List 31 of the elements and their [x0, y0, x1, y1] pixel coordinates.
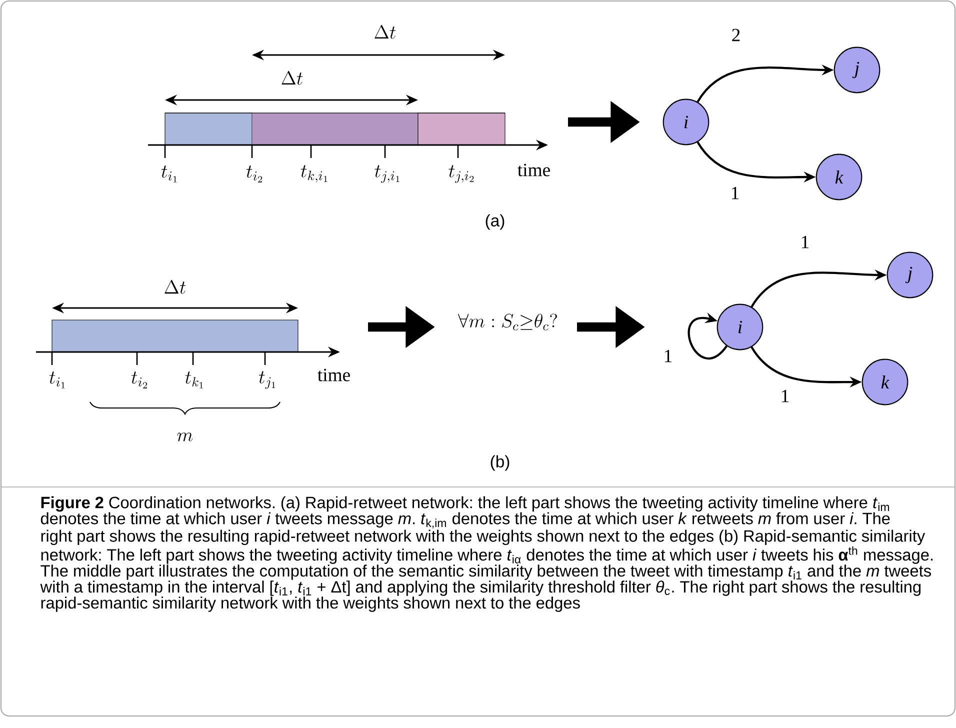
- tick-label: $t_{i_1}$: [49, 371, 65, 388]
- interval-label: $\Delta t$: [282, 70, 303, 85]
- edge-label: 1: [782, 390, 789, 402]
- graph-node: k: [862, 358, 908, 406]
- interval-label: $\Delta t$: [374, 24, 396, 39]
- edge-label: 1: [802, 236, 809, 248]
- tick-label: $t_{i_2}$: [131, 371, 148, 388]
- tick-label: $t_{k_1}$: [185, 371, 203, 388]
- edge-label: 1: [732, 186, 739, 200]
- condition-formula: $\forall m : S_c{\geq}\theta_c?$: [458, 314, 557, 330]
- edge-label: 1: [664, 350, 672, 362]
- caption: Figure 2 Coordination networks. (a) Rapid-retweet network: the left part shows the tweeting activity timeline where t$_{im}$ denotes the time at which user i tweets message m. t$_{k,im}$ denotes the time at which user k retweets m from user i. The right part shows the resulting rapid-retweet network with the weights shown next to the edges (b) Rapid-semantic similarity network: The left part shows the tweeting activity timeline where t$_{iα}$ denotes the time at which user i tweets his α$^{th}$ message. The middle part illustrates the computation of the semantic similarity between the tweet with timestamp t$_{i1}$ and the m tweets with a timestamp in the interval [t$_{i1}$, t$_{i1}$ + Δt] and applying the similarity threshold filter θ$_{c}$. The right part shows the resulting rapid-semantic similarity network with the weights shown next to the edges: [40, 496, 933, 612]
- panel-label: (a): [486, 214, 504, 230]
- interval-label: $\Delta t$: [164, 280, 186, 294]
- tick-label: $t_{i_2}$: [246, 165, 262, 182]
- panel-label: (b): [490, 455, 510, 471]
- tick-label: $t_{k,i_1}$: [300, 165, 328, 183]
- graph-node: k: [816, 154, 862, 200]
- graph-node: i: [662, 98, 710, 146]
- tick-label: $t_{j,i_1}$: [374, 165, 400, 183]
- tick-label: $t_{j,i_2}$: [448, 165, 474, 183]
- brace-label: $m$: [177, 432, 193, 442]
- arrow: [688, 312, 728, 360]
- axis-label: time: [518, 164, 550, 176]
- edge-label: 2: [732, 28, 740, 42]
- graph-node: j: [834, 46, 880, 94]
- tick-label: $t_{j_1}$: [258, 371, 276, 389]
- graph-node: i: [716, 304, 764, 350]
- axis-label: time: [318, 368, 350, 382]
- graph-node: j: [886, 252, 934, 298]
- tick-label: $t_{i_1}$: [161, 165, 177, 182]
